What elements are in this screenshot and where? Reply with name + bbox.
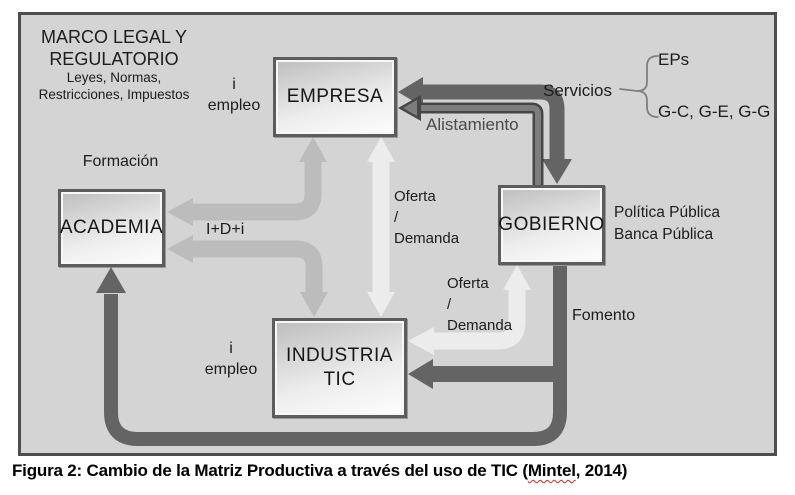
caption-suffix: , 2014) bbox=[575, 461, 628, 480]
label-oferta-demanda-center: Oferta / Demanda bbox=[394, 188, 460, 247]
node-industria-tic: INDUSTRIA TIC bbox=[272, 318, 407, 418]
label-eps: EPs bbox=[658, 50, 690, 69]
label-servicios: Servicios bbox=[543, 81, 612, 100]
label-idi: I+D+i bbox=[206, 221, 245, 238]
marco-line2: REGULATORIO bbox=[49, 49, 179, 69]
node-academia: ACADEMIA bbox=[58, 189, 165, 267]
label-politica-banca: Política Pública Banca Pública bbox=[614, 204, 720, 243]
marco-line4: Restricciones, Impuestos bbox=[38, 86, 190, 102]
marco-legal-block: MARCO LEGAL Y REGULATORIO Leyes, Normas,… bbox=[24, 26, 204, 103]
node-gobierno: GOBIERNO bbox=[498, 185, 605, 265]
marco-line1: MARCO LEGAL Y bbox=[40, 27, 188, 47]
caption-misspelled-word: Mintel bbox=[527, 461, 576, 480]
node-academia-label: ACADEMIA bbox=[59, 217, 164, 238]
label-fomento: Fomento bbox=[572, 307, 636, 324]
label-formacion: Formación bbox=[82, 153, 159, 170]
caption-prefix: Figura 2: Cambio de la Matriz Productiva… bbox=[12, 461, 528, 480]
node-industria-tic-label: INDUSTRIA TIC bbox=[286, 345, 393, 390]
marco-line3: Leyes, Normas, bbox=[66, 70, 162, 85]
label-i-empleo-top: i empleo bbox=[207, 76, 261, 114]
label-oferta-demanda-right: Oferta / Demanda bbox=[447, 275, 513, 334]
label-i-empleo-bottom: i empleo bbox=[204, 340, 258, 378]
label-gov-services: G-C, G-E, G-G bbox=[658, 102, 771, 121]
node-empresa-label: EMPRESA bbox=[286, 86, 384, 107]
figure-caption: Figura 2: Cambio de la Matriz Productiva… bbox=[12, 461, 787, 481]
node-gobierno-label: GOBIERNO bbox=[498, 214, 605, 235]
node-empresa: EMPRESA bbox=[273, 57, 397, 137]
label-alistamiento: Alistamiento bbox=[426, 115, 519, 134]
